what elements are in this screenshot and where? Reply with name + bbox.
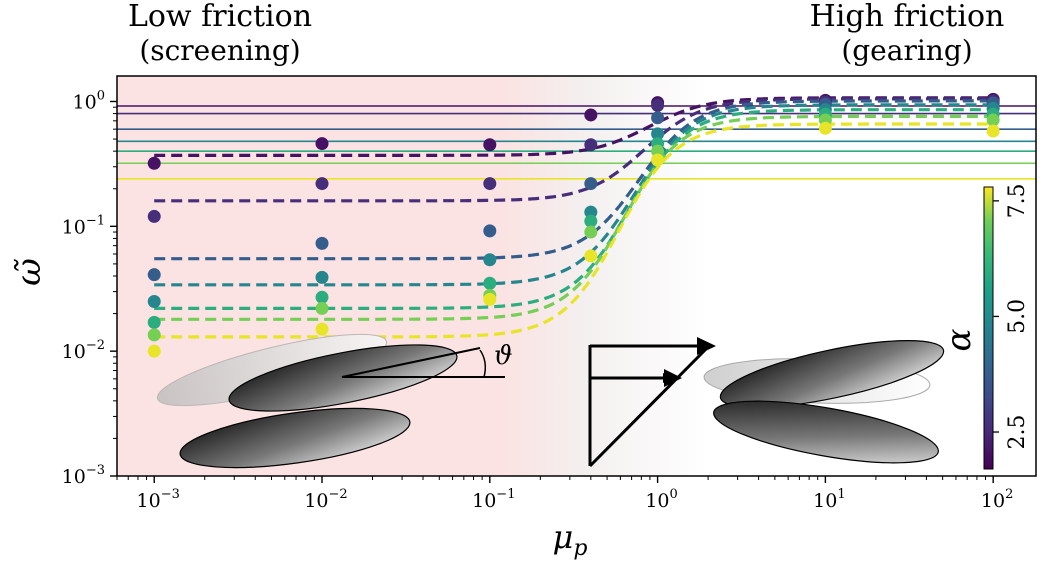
low-friction-subtitle: (screening) [139,34,300,67]
y-axis-ticks: 10−3 10−2 10−1 100 [62,88,117,488]
colorbar-tick-label: 7.5 [1005,183,1030,218]
data-point [147,209,161,223]
colorbar-label: α [939,328,979,351]
angle-arc [479,349,487,378]
data-point [315,137,329,151]
shear-diagonal [588,343,712,468]
data-point [651,98,665,112]
shear-arrowhead-long [697,337,716,355]
data-point [147,315,161,329]
x-tick-label: 102 [981,487,1013,512]
data-point [818,121,832,135]
fit-curve [154,96,994,157]
colorbar [983,186,994,470]
data-point [483,177,497,191]
colorbar-ticks: 2.5 5.0 7.5 [993,183,1030,450]
data-point [315,270,329,284]
bottom-ellipse [179,407,411,469]
x-tick-label: 10−1 [472,487,515,512]
data-points [147,92,1000,358]
data-point [584,138,598,152]
data-point [483,292,497,306]
x-tick-label: 100 [645,487,677,512]
data-point [483,276,497,290]
data-point [147,268,161,282]
data-point [315,301,329,315]
data-point [483,138,497,152]
x-tick-label: 10−3 [137,487,180,512]
data-point [315,290,329,304]
x-tick-label: 10−2 [304,487,347,512]
data-point [986,124,1000,138]
y-axis-label: ω̃ [9,258,49,286]
data-point [147,344,161,358]
data-point [651,127,665,141]
fit-curve [154,99,994,261]
data-point [584,205,598,219]
low-friction-title: Low friction [128,0,312,34]
shear-arrowhead-short [664,369,682,387]
data-point [315,236,329,250]
gearing-ellipses-illustration [703,340,945,464]
high-friction-title: High friction [810,0,1005,34]
shear-flow-illustration [588,337,716,468]
x-axis-label: μp [553,518,588,561]
data-point [483,224,497,238]
data-point [584,249,598,263]
rotated-ellipse-right [719,340,945,408]
fit-curve [154,122,994,339]
x-tick-label: 101 [813,487,845,512]
fit-curve [154,114,994,321]
y-tick-label: 10−3 [62,463,105,488]
data-point [584,225,598,239]
bottom-ellipse-right [713,400,939,464]
data-point [315,177,329,191]
data-point [147,294,161,308]
fit-curves [154,96,994,339]
horizontal-reference-lines [117,105,1036,180]
fit-curve [154,108,994,310]
high-friction-subtitle: (gearing) [841,34,972,67]
data-point [584,108,598,122]
y-tick-label: 100 [73,88,105,113]
data-point [651,153,665,167]
y-tick-label: 10−1 [62,213,105,238]
colorbar-tick-label: 2.5 [1005,415,1030,450]
data-point [986,113,1000,127]
angle-rotated-line [341,347,481,378]
angle-symbol: ϑ [494,341,513,371]
fit-curve [154,103,994,287]
data-point [147,156,161,170]
y-tick-label: 10−2 [62,338,105,363]
data-point [483,253,497,267]
screening-ellipses-illustration: ϑ [156,333,513,469]
fit-curve [154,97,994,203]
x-axis-ticks: 10−3 10−2 10−1 100 101 102 [116,476,1013,512]
data-point [584,214,598,228]
low-friction-background [117,76,707,476]
data-point [315,322,329,336]
data-point [584,177,598,191]
data-point [147,328,161,342]
colorbar-tick-label: 5.0 [1005,299,1030,334]
data-point [651,111,665,125]
